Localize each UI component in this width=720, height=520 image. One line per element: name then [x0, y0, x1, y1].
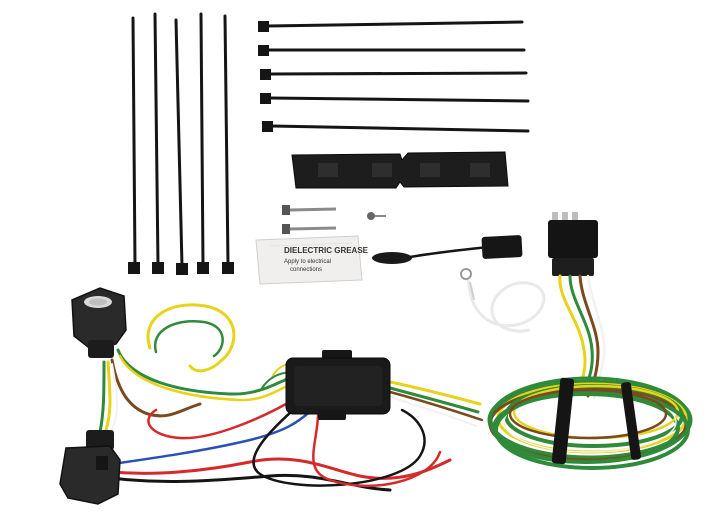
grease-packet-line2: connections	[290, 267, 322, 273]
converter-module	[285, 350, 391, 420]
cable-tie	[260, 69, 528, 80]
horizontal-cable-ties	[258, 20, 530, 133]
vehicle-connector-lower	[59, 430, 121, 505]
cable-tie	[222, 14, 234, 274]
small-screw	[367, 212, 386, 220]
fuse-holder	[372, 235, 523, 264]
cable-tie	[197, 12, 209, 274]
cable-tie	[258, 45, 526, 56]
screw	[282, 224, 337, 234]
grease-packet-brand: DIELECTRIC GREASE	[284, 246, 369, 255]
four-way-flat-connector	[548, 212, 598, 276]
grease-packet-line1: Apply to electrical	[284, 259, 331, 265]
grease-packet: DIELECTRIC GREASE Apply to electrical co…	[255, 235, 369, 285]
mounting-pad	[291, 151, 509, 189]
coiled-harness	[487, 376, 693, 470]
screw	[282, 205, 337, 215]
cable-tie	[262, 121, 530, 133]
cable-tie	[152, 12, 164, 274]
cable-tie	[128, 16, 140, 274]
vertical-cable-ties	[128, 12, 234, 275]
ground-wire	[460, 268, 546, 333]
cable-tie	[258, 20, 524, 32]
mounting-screws	[282, 205, 386, 234]
vehicle-connector-upper	[71, 287, 127, 358]
cable-tie	[260, 93, 530, 104]
cable-tie	[174, 18, 188, 275]
